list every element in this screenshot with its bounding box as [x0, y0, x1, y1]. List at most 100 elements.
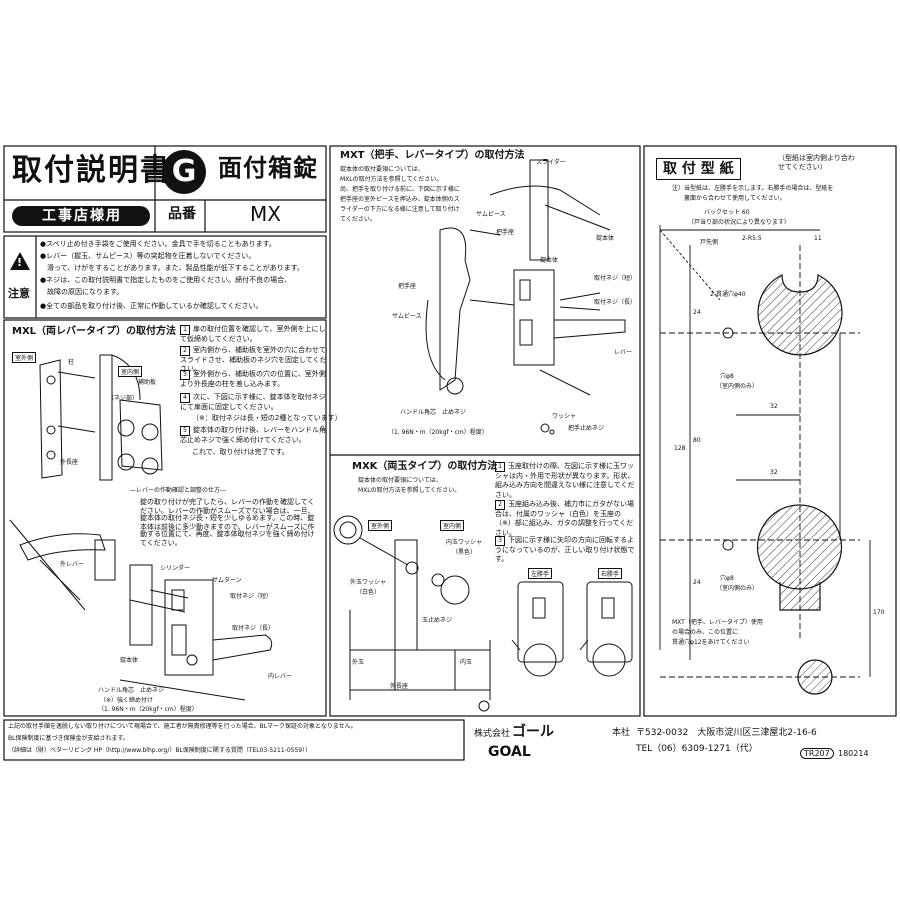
mxt-handle-screw-label: ハンドル角芯 止めネジ — [400, 409, 467, 416]
mxl-note-line: ―レバーの作動確認と調整の仕方― — [130, 487, 227, 494]
mxl-screw-short-label: 取付ネジ（短） — [230, 593, 273, 600]
mxl-screw-long-label: 取付ネジ（長） — [232, 625, 275, 632]
caution-item: ●ネジは、この取付説明書で指定したものをご使用ください。締付不良の場合、 — [40, 276, 292, 284]
mxk-right-hand-tag: 右勝手 — [598, 568, 623, 579]
mxl-outer-seat-label: 外長座 — [60, 459, 79, 466]
company-tel: TEL（06）6309-1271（代） — [636, 744, 758, 754]
mxl-step-5-end: これで、取り付けは完了です。 — [192, 448, 289, 456]
mxl-outdoor-tag: 室外側 — [12, 352, 37, 363]
mxl-note-line: 動する位置にて、再度、錠本体取付ネジを強く締め付けてください。 — [140, 530, 315, 548]
mxt-handle-seat2-label: 把手座 — [398, 283, 417, 290]
doc-code: TR207 — [800, 748, 834, 760]
template-title: 取 付 型 紙 — [656, 158, 741, 181]
mxt-lock-body-label: 錠本体 — [540, 257, 559, 264]
bl-note-line: 上記の取付手順を逸脱しない取り付けについて現場合で、施工者が無責修理等を行った場… — [8, 723, 357, 730]
bl-note-line: BL保険制度に基づき保険金が支給されます。 — [8, 735, 129, 742]
mxl-inner-lever-label: 内レバー — [268, 673, 293, 680]
mxt-thumb-piece2-label: サムピース — [392, 313, 422, 320]
company-address: 〒532-0032 大阪市淀川区三津屋北2-16-6 — [636, 728, 817, 738]
doc-date: 180214 — [838, 749, 869, 758]
mxk-outer-ball-label: 外玉 — [352, 659, 365, 666]
mxk-title: MXK（両玉タイプ）の取付方法 — [352, 461, 498, 472]
mxl-outer-lever-label: 外レバー — [60, 561, 85, 568]
template-backset: バックセット 60 — [704, 209, 750, 216]
mxk-inner-ball-label: 内玉 — [460, 659, 473, 666]
hinban-value: MX — [250, 202, 281, 226]
template-dim-24a: 24 — [693, 309, 701, 316]
caution-item: ●スベリ止め付き手袋をご使用ください。金具で手を切ることもあります。 — [40, 240, 276, 248]
mxt-thumb-piece-label: サムピース — [476, 211, 506, 218]
mxt-screw-long-label: 取付ネジ（長） — [594, 299, 637, 306]
template-edge-note: （戸当り部の状況により異なります） — [688, 219, 790, 226]
template-hole8a: 穴φ8 — [720, 373, 734, 380]
template-dim-24b: 24 — [693, 579, 701, 586]
template-note-line: 注）当型紙は、左勝手を示します。右勝手の場合は、型紙を — [672, 185, 834, 192]
template-mxt-note-line: の場合のみ、この位置に — [672, 629, 739, 636]
template-note-line: 裏面から合わせて使用してください。 — [672, 195, 786, 202]
template-dim-170: 170 — [873, 609, 885, 616]
caution-item: 故障の原因になります。 — [40, 288, 124, 296]
template-dim-80: 80 — [693, 437, 701, 444]
warning-exclaim: ! — [17, 256, 23, 269]
mxt-washer-label: ワッシャ — [552, 413, 577, 420]
bl-note-line: （詳細は（財）ベターリビング HP（http://www.blhp.org/）B… — [8, 747, 312, 754]
mxl-title: MXL（両レバータイプ）の取付方法 — [12, 326, 177, 337]
caution-label: 注意 — [8, 287, 30, 300]
template-dim-11: 11 — [814, 235, 822, 242]
mxk-intro-line: 錠本体の取付要領については、 — [358, 477, 442, 484]
mxt-intro-line: MXLの取付方法を参照してください。 — [340, 176, 443, 183]
company-prefix: 株式会社 — [474, 729, 511, 739]
mxt-intro-line: 尚、把手を取り付ける前に、下図に示す様に — [340, 186, 460, 193]
mxt-intro-line: 錠本体の取付要領については、 — [340, 166, 424, 173]
mxl-pillar-label: 柱 — [68, 359, 75, 366]
product-type: 面付箱錠 — [218, 154, 318, 182]
mxt-title: MXT（把手、レバータイプ）の取付方法 — [340, 150, 525, 161]
mxl-aux-plate-label: 補助板 — [138, 379, 157, 386]
hinban-label: 品番 — [168, 206, 196, 222]
mxl-handle-screw-label: ハンドル角芯 止めネジ — [98, 687, 165, 694]
mxk-outer-washer-label: 外玉ワッシャ — [350, 579, 387, 586]
mxk-left-hand-tag: 左勝手 — [528, 568, 553, 579]
company-name: ゴール — [512, 724, 554, 740]
mxl-step-4-note: （※：取付ネジは長・短の2種となっています） — [192, 414, 342, 422]
mxl-note-line: 錠の取り付けが完了したら、レバーの作動を確認してください。レバーの作動がスムーズ… — [140, 498, 315, 516]
mxt-lever-label: レバー — [614, 349, 633, 356]
mxl-cylinder-label: シリンダー — [160, 565, 191, 572]
mxk-ball-screw-label: 玉止めネジ — [422, 617, 453, 624]
mxl-note-line: 錠本体の取付ネジ長・短を少しゆるめます。この時、錠本体は前後に多少動きますので、… — [140, 514, 315, 532]
hq-label: 本社 — [612, 728, 631, 738]
template-r-label: 2-R5.5 — [742, 235, 762, 242]
template-dim-32b: 32 — [770, 469, 778, 476]
mxl-screw-part-label: （ネジ部） — [108, 395, 139, 402]
mxk-outdoor-tag: 室外側 — [368, 520, 393, 531]
mxt-intro-line: てください。 — [340, 216, 376, 223]
template-hole8b-note: （室内側のみ） — [716, 585, 759, 592]
caution-item: ●レバー（握玉、サムピース）等の突起物を圧着しないでください。 — [40, 252, 256, 260]
mxt-slider-label: スライダー — [536, 159, 566, 166]
caution-item: ●全ての部品を取り付け後、正常に作動しているか確認してください。 — [40, 302, 263, 310]
template-mxt-note-line: MXT（把手、レバータイプ）使用 — [672, 619, 763, 626]
mxl-lock-body-label: 錠本体 — [120, 657, 139, 664]
mxl-tighten-label: （※）強く締め付け — [100, 697, 154, 704]
mxt-torque-label: （1. 96N・m（20kgf・cm）程度） — [388, 429, 488, 436]
template-through-hole: 2-貫通穴φ40 — [710, 291, 746, 298]
subtitle-text: 工事店様用 — [42, 208, 122, 224]
mxk-outer-washer-color: （白色） — [356, 589, 381, 596]
mxl-thumb-turn-label: サムターン — [212, 577, 242, 584]
document-title: 取付説明書 — [12, 153, 172, 188]
caution-item: 滑って、けがをすることがあります。また、製品性能が低下することがあります。 — [40, 264, 304, 272]
g-mark-icon: G — [162, 150, 206, 194]
mxt-screw-short-label: 取付ネジ（短） — [594, 275, 637, 282]
mxk-intro-line: MXLの取付方法を参照してください。 — [358, 487, 461, 494]
template-door-edge: 戸先側 — [700, 239, 719, 246]
mxt-intro-line: ライダーの下方になる様に注意して取り付け — [340, 206, 460, 213]
mxt-lock-body-top-label: 錠本体 — [596, 235, 615, 242]
